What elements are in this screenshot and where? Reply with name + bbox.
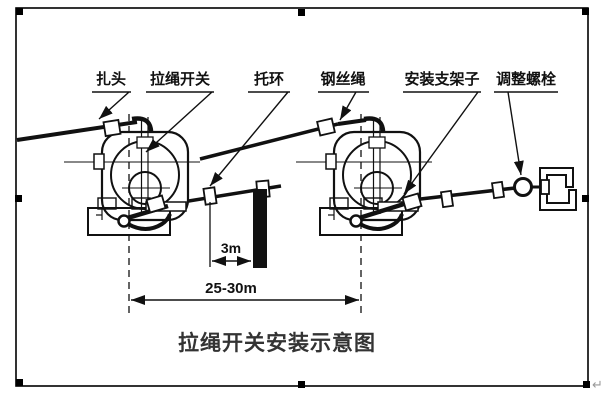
lever-pivot-left	[117, 214, 131, 228]
dimension-3m-label: 3m	[221, 240, 241, 256]
lever-rope-clamp-left	[145, 194, 167, 214]
adjusting-bolt-ring	[513, 177, 533, 197]
dimension-span-label: 25-30m	[205, 280, 257, 297]
rope-clamp-head-right	[316, 117, 336, 137]
selection-handle-middle-left[interactable]	[15, 195, 22, 202]
mounting-channel-bracket	[539, 167, 577, 211]
selection-handle-top-left[interactable]	[16, 8, 23, 15]
switch-actuator-top-left	[136, 136, 154, 149]
label-adjusting-bolt: 调整螺栓	[496, 70, 556, 88]
leader-pull-rope-switch	[146, 91, 214, 152]
leader-mounting-bracket	[403, 91, 481, 194]
switch-side-tab-left	[93, 153, 105, 170]
label-clamp-head: 扎头	[96, 70, 126, 88]
part-labels: 扎头 拉绳开关 托环 钢丝绳 安装支架子 调整螺栓	[96, 70, 556, 88]
selection-handle-middle-right[interactable]	[582, 195, 589, 202]
leader-support-ring	[210, 91, 290, 186]
rope-clamp-head-left	[102, 118, 122, 138]
label-support-ring: 托环	[254, 70, 284, 88]
leader-steel-wire-rope	[318, 91, 369, 120]
switch-side-tab-right	[325, 153, 337, 170]
figure-title: 拉绳开关安装示意图	[178, 331, 376, 355]
selection-handle-bottom-middle[interactable]	[298, 381, 305, 388]
leader-adjusting-bolt	[494, 91, 558, 175]
selection-handle-top-middle[interactable]	[298, 9, 305, 16]
dimension-group: 3m 25-30m	[131, 189, 359, 305]
switch-actuator-top-right	[368, 136, 386, 149]
label-pull-rope-switch: 拉绳开关	[150, 70, 210, 88]
selection-handles	[15, 8, 590, 388]
rope-clamp-small-2	[490, 180, 506, 200]
selection-handle-bottom-left[interactable]	[16, 379, 23, 386]
selection-handle-bottom-right[interactable]	[583, 381, 590, 388]
label-leaders	[92, 91, 558, 194]
paragraph-mark-icon: ↵	[592, 377, 603, 392]
leader-clamp-head	[92, 91, 131, 119]
lever-pivot-right	[349, 214, 363, 228]
rope-clamp-small-1	[439, 189, 455, 209]
support-post	[253, 189, 267, 268]
label-steel-wire-rope: 钢丝绳	[320, 70, 365, 88]
label-mounting-bracket: 安装支架子	[404, 70, 479, 88]
centerlines	[128, 114, 362, 313]
selection-handle-top-right[interactable]	[582, 8, 589, 15]
